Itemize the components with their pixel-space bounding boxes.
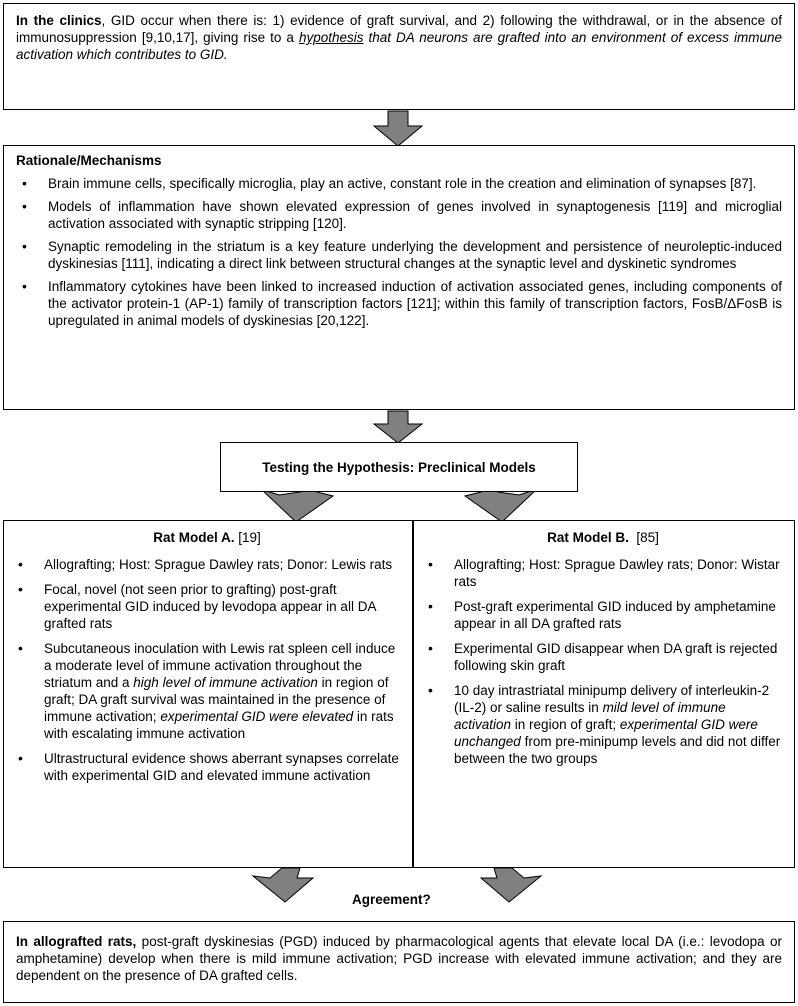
clinics-hypothesis: hypothesis [298,30,364,45]
model-a-item: Ultrastructural evidence shows aberrant … [12,750,402,784]
model-a-item: Subcutaneous inoculation with Lewis rat … [12,640,402,742]
model-a-title: Rat Model A. [153,530,235,545]
testing-box: Testing the Hypothesis: Preclinical Mode… [220,442,578,492]
model-a-item: Focal, novel (not seen prior to grafting… [12,581,402,632]
rationale-heading: Rationale/Mechanisms [16,153,162,168]
model-a-box: Rat Model A. [19] Allografting; Host: Sp… [3,520,413,868]
clinics-box: In the clinics, GID occur when there is:… [3,3,795,110]
model-a-ref: [19] [238,530,261,545]
rationale-item: Brain immune cells, specifically microgl… [16,175,782,192]
model-b-box: Rat Model B. [85] Allografting; Host: Sp… [413,520,795,868]
final-lead: In allografted rats, [16,934,137,949]
model-b-title: Rat Model B. [547,530,629,545]
rationale-box: Rationale/Mechanisms Brain immune cells,… [3,145,795,410]
arrow-a-to-final [251,867,315,903]
model-b-item: Post-graft experimental GID induced by a… [422,598,784,632]
down-arrow-2 [372,410,424,444]
agreement-label: Agreement? [352,892,431,907]
down-arrow-1 [372,110,424,147]
model-b-ref: [85] [636,530,659,545]
model-b-item: Allografting; Host: Sprague Dawley rats;… [422,556,784,590]
clinics-text-2: that DA neurons are grafted into an envi… [16,30,783,62]
rationale-item: Synaptic remodeling in the striatum is a… [16,238,782,272]
final-text: post-graft dyskinesias (PGD) induced by … [16,934,782,983]
model-b-item: 10 day intrastriatal minipump delivery o… [422,682,784,767]
arrow-b-to-final [479,867,543,903]
rationale-item: Inflammatory cytokines have been linked … [16,278,782,329]
model-a-title-row: Rat Model A. [19] [12,529,402,546]
clinics-text-1: , GID occur when there is: 1) evidence o… [16,13,782,45]
model-b-item: Experimental GID disappear when DA graft… [422,640,784,674]
rationale-item: Models of inflammation have shown elevat… [16,198,782,232]
model-b-title-row: Rat Model B. [85] [422,529,784,546]
model-a-item: Allografting; Host: Sprague Dawley rats;… [12,556,402,573]
conclusion-box: In allografted rats, post-graft dyskines… [3,921,795,1003]
testing-label: Testing the Hypothesis: Preclinical Mode… [262,459,536,475]
clinics-lead: In the clinics [16,13,102,28]
